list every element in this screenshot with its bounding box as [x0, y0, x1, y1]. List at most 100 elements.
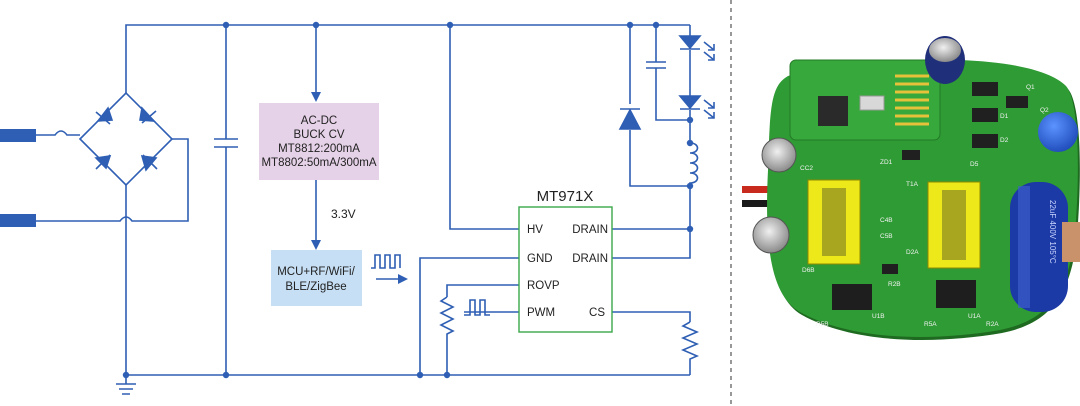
wifi-crystal: [859, 95, 885, 111]
circuit-schematic: [0, 21, 715, 395]
connector-block: [1062, 222, 1080, 262]
smd-part: [1006, 96, 1028, 108]
pcb-photo: 22uF 400V 105°C Q1 Q2 T1A ZD1 D1 D2 D5 R…: [742, 36, 1080, 340]
bridge-diode-bottom-left: [94, 154, 112, 170]
converter-label-line2: BUCK CV: [293, 129, 344, 141]
junction-dot: [686, 116, 694, 124]
junction-dot: [626, 21, 634, 29]
converter-label-line4: MT8802:50mA/300mA: [261, 157, 376, 169]
mcu-pwm-pulse-icon: [371, 254, 401, 269]
silver-capacitor-2: [752, 216, 790, 254]
bridge-rectifier: [78, 91, 174, 187]
rovp-wire: [446, 284, 519, 297]
silk-label: CC2: [800, 165, 813, 172]
mcu-label-line1: MCU+RF/WiFi/: [277, 266, 355, 278]
sense-resistor: [680, 321, 700, 375]
junction-dot: [652, 21, 660, 29]
bulk-capacitor: [214, 25, 238, 375]
led-2: [678, 95, 715, 119]
junction-dot: [222, 21, 230, 29]
silk-label: U1A: [968, 313, 981, 320]
silk-label: D2: [1000, 137, 1009, 144]
junction-dot: [122, 371, 130, 379]
junction-dot: [416, 371, 424, 379]
pin-pwm: PWM: [527, 307, 555, 319]
rovp-resistor: [439, 296, 455, 375]
silk-label: R2B: [888, 281, 901, 288]
silk-label: D1: [1000, 113, 1009, 120]
driver-ic-box: [518, 206, 613, 333]
junction-dot: [443, 371, 451, 379]
bulk-capacitor-photo: 22uF 400V 105°C: [1010, 182, 1068, 312]
silk-label: D6B: [802, 267, 815, 274]
pin-drain-1: DRAIN: [572, 224, 608, 236]
ac-input-terminal-top: [0, 129, 36, 142]
positive-rail: [125, 24, 690, 93]
led-1: [678, 35, 715, 61]
silk-label: R5B: [816, 321, 829, 328]
smd-part: [882, 264, 898, 274]
gnd-wire: [419, 257, 519, 375]
ground-symbol: [116, 375, 136, 395]
ac-input-terminal-bottom: [0, 214, 36, 227]
driver-chip-left: [832, 284, 872, 310]
junction-dot: [312, 21, 320, 29]
inductor-right: [927, 181, 981, 269]
bridge-diode-top-left: [95, 106, 114, 125]
silk-label: D5: [970, 161, 979, 168]
pin-rovp: ROVP: [527, 280, 560, 292]
smd-part: [972, 108, 998, 122]
junction-dot: [446, 21, 454, 29]
silk-label: T1A: [906, 181, 919, 188]
bridge-diode-top-right: [139, 106, 157, 124]
converter-label-line1: AC-DC: [301, 115, 337, 127]
inductor: [689, 142, 699, 229]
silk-label: Q2: [1040, 107, 1049, 114]
silkscreen-labels: Q1 Q2 T1A ZD1 D1 D2 D5 R5B R5A U1B U1A R…: [800, 84, 1049, 328]
hv-wire: [449, 25, 519, 230]
mcu-label-line2: BLE/ZigBee: [285, 281, 346, 293]
junction-dot: [686, 139, 694, 147]
supply-voltage-label: 3.3V: [331, 207, 356, 221]
silk-label: D2A: [906, 249, 919, 256]
red-lead-wire: [742, 186, 782, 193]
blue-disc-component: [1038, 112, 1078, 152]
silk-label: R2A: [986, 321, 999, 328]
junction-dot: [686, 182, 694, 190]
smd-part: [902, 150, 920, 160]
freewheel-wire: [629, 25, 690, 187]
junction-dot: [222, 371, 230, 379]
pin-gnd: GND: [527, 253, 553, 265]
smd-part: [972, 82, 998, 96]
wifi-antenna: [895, 74, 929, 126]
freewheel-diode: [618, 108, 642, 130]
output-capacitor: [646, 25, 690, 121]
bulk-capacitor-print: 22uF 400V 105°C: [1048, 200, 1057, 264]
bridge-diode-bottom-right: [140, 154, 158, 172]
inductor-left: [807, 179, 861, 265]
black-lead-wire: [742, 200, 782, 207]
silk-label: Q1: [1026, 84, 1035, 91]
driver-chip-right: [936, 280, 976, 308]
silk-label: U1B: [872, 313, 885, 320]
ac-input-wire-top: [36, 130, 80, 136]
smd-part: [972, 134, 998, 148]
pin-drain-2: DRAIN: [572, 253, 608, 265]
schematic-labels: AC-DC BUCK CV MT8812:200mA MT8802:50mA/3…: [261, 115, 608, 319]
silk-label: ZD1: [880, 159, 893, 166]
silk-label: C4B: [880, 217, 893, 224]
drain-wire: [612, 228, 691, 259]
ic-pwm-pulse-icon: [464, 299, 490, 316]
wifi-chip: [818, 96, 848, 126]
junction-dots: [122, 21, 694, 379]
converter-box: [259, 103, 379, 180]
ac-input-wire-bottom: [36, 138, 189, 222]
junction-dot: [686, 225, 694, 233]
driver-ic-name: MT971X: [537, 188, 594, 205]
silk-label: R5A: [924, 321, 937, 328]
pin-cs: CS: [589, 307, 605, 319]
pin-hv: HV: [527, 224, 543, 236]
mcu-box: [271, 250, 362, 306]
converter-label-line3: MT8812:200mA: [278, 143, 360, 155]
